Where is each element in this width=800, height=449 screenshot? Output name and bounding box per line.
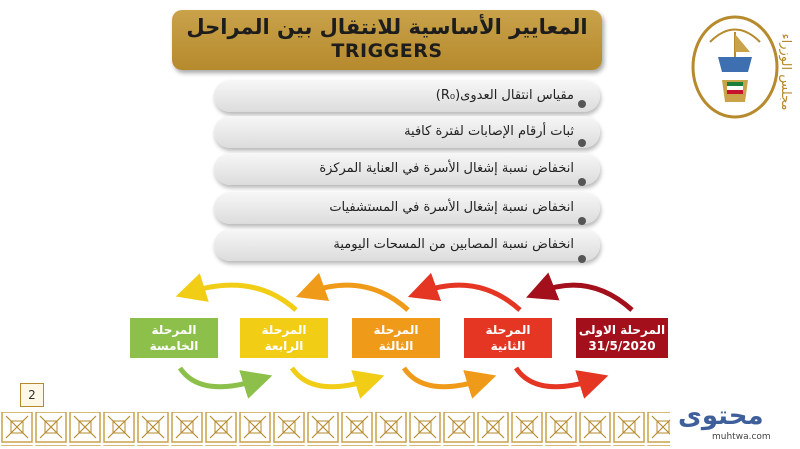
criterion-text: انخفاض نسبة إشغال الأسرة في المستشفيات [329,200,574,215]
stage-label: المرحلة [261,323,307,337]
arrow-top-3 [295,272,410,312]
stage-3-box: المرحلة الثالثة [352,318,440,358]
arrow-bottom-2 [289,366,385,399]
stage-date: 31/5/2020 [588,339,656,353]
bullet-icon [578,255,586,263]
title-box: المعايير الأساسية للانتقال بين المراحل T… [172,10,602,70]
criterion-1: مقياس انتقال العدوى(R₀) [214,80,600,112]
stage-label: المرحلة [485,323,531,337]
criterion-5: انخفاض نسبة المصابين من المسحات اليومية [214,229,600,261]
bullet-icon [578,178,586,186]
stage-name: الثالثة [378,339,414,353]
stage-name: الخامسة [149,339,199,353]
bullet-icon [578,100,586,108]
stage-label: المرحلة [373,323,419,337]
criterion-3: انخفاض نسبة إشغال الأسرة في العناية المر… [214,153,600,185]
stage-name: الثانية [490,339,526,353]
title-arabic: المعايير الأساسية للانتقال بين المراحل [186,15,588,39]
cabinet-logo-icon: مجلس الوزراء [691,15,792,119]
criterion-text: مقياس انتقال العدوى(R₀) [435,88,574,103]
bullet-icon [578,139,586,147]
stage-label: المرحلة الاولى [578,323,666,337]
arrow-bottom-4 [513,366,609,399]
arrow-bottom-3 [401,366,497,399]
watermark-bg [670,400,800,449]
watermark-url: muhtwa.com [712,432,771,442]
title-english: TRIGGERS [331,40,443,62]
slide-number: 2 [20,383,44,407]
stage-4-box: المرحلة الرابعة [240,318,328,358]
criterion-text: انخفاض نسبة إشغال الأسرة في العناية المر… [319,161,574,176]
svg-text:مجلس الوزراء: مجلس الوزراء [778,34,792,111]
arrow-top-4 [175,273,298,312]
criterion-4: انخفاض نسبة إشغال الأسرة في المستشفيات [214,192,600,224]
criterion-2: ثبات أرقام الإصابات لفترة كافية [214,116,600,148]
criterion-text: ثبات أرقام الإصابات لفترة كافية [404,124,574,139]
stage-1-box: المرحلة الاولى 31/5/2020 [576,318,668,358]
criterion-text: انخفاض نسبة المصابين من المسحات اليومية [333,237,574,252]
arrow-top-1 [526,272,634,312]
stage-label: المرحلة [151,323,197,337]
stage-2-box: المرحلة الثانية [464,318,552,358]
stage-5-box: المرحلة الخامسة [130,318,218,358]
bullet-icon [578,217,586,225]
stage-name: الرابعة [264,339,304,353]
decorative-border [0,412,800,446]
arrow-bottom-1 [177,366,273,399]
watermark-text: محتوى [678,401,764,431]
arrow-top-2 [407,272,522,312]
